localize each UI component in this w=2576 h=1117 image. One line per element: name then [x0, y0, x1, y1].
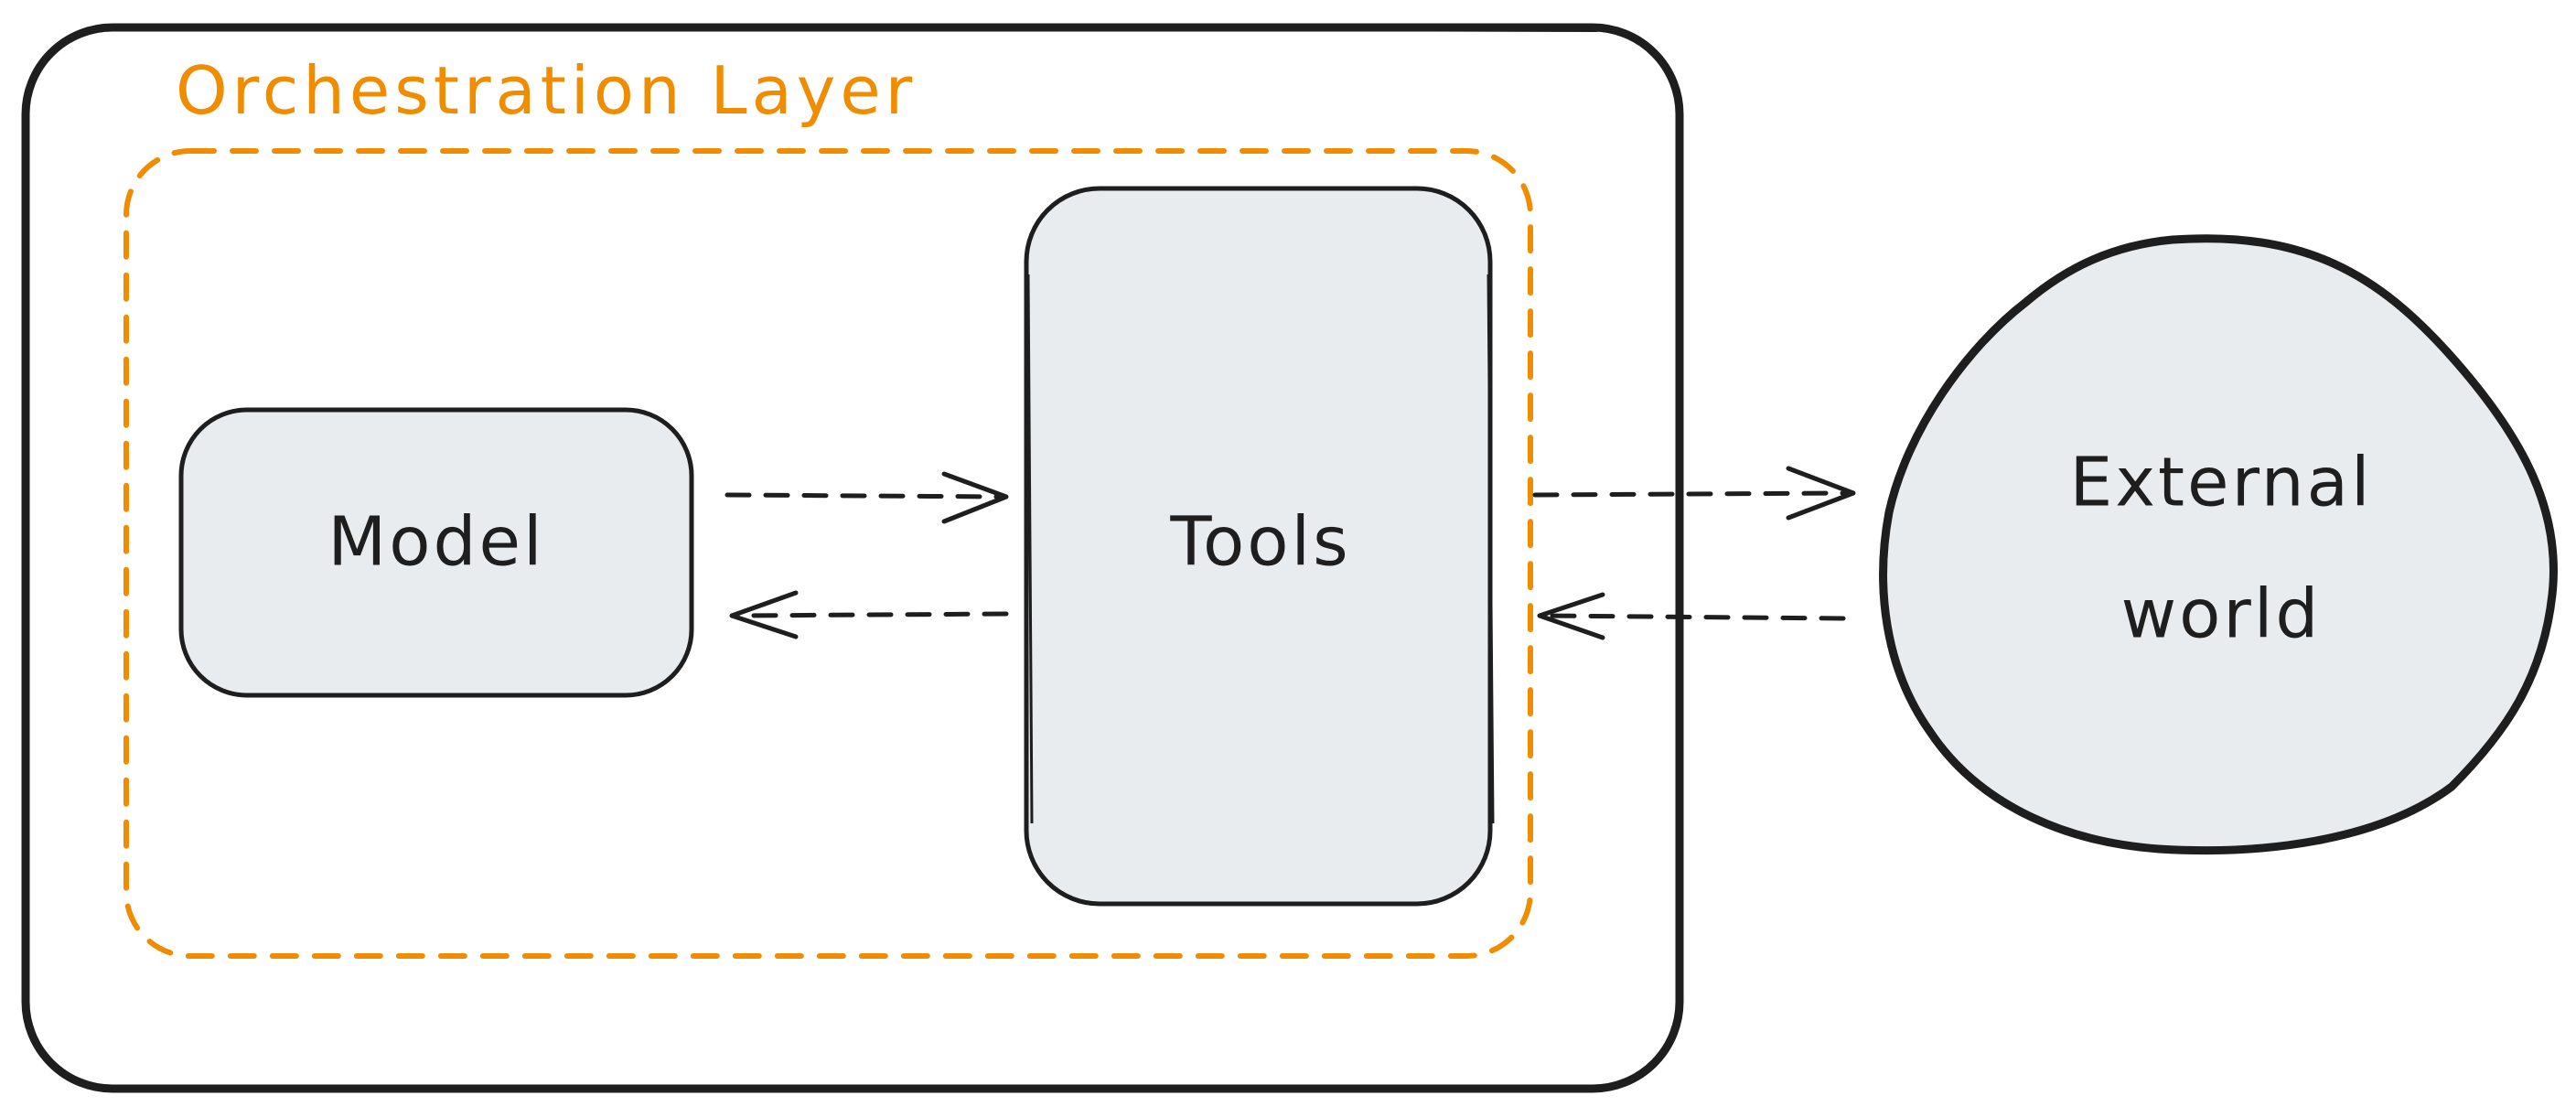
arrow-tools-to-external-world: [1532, 466, 1856, 521]
arrow-model-to-tools: [724, 471, 1009, 524]
arrow-tools-to-external-world-head: [1786, 466, 1856, 521]
external-world-node: [1879, 234, 2558, 855]
arrow-tools-to-external-world-line: [1532, 490, 1852, 498]
arrow-external-world-to-tools: [1537, 592, 1846, 640]
external-world-label-line2: world: [2121, 575, 2322, 654]
model-node: [178, 407, 694, 698]
external-world-label-line1: External: [2069, 444, 2372, 522]
outer-container-sketch-stroke: [108, 24, 1598, 32]
tools-node-sketch-stroke: [1026, 274, 1495, 824]
arrow-model-to-tools-line: [724, 492, 1007, 499]
arrow-external-world-to-tools-line: [1543, 613, 1846, 621]
arrow-tools-to-model-head: [729, 590, 799, 639]
arrow-external-world-to-tools-head: [1537, 592, 1605, 640]
arrow-model-to-tools-head: [941, 471, 1009, 524]
arrow-tools-to-model-line: [734, 611, 1009, 618]
tools-label: Tools: [1169, 503, 1350, 582]
model-label: Model: [327, 503, 544, 582]
arrow-tools-to-model: [729, 590, 1009, 639]
orchestration-layer-title: Orchestration Layer: [176, 52, 917, 129]
orchestration-layer-boundary: [123, 148, 1533, 959]
